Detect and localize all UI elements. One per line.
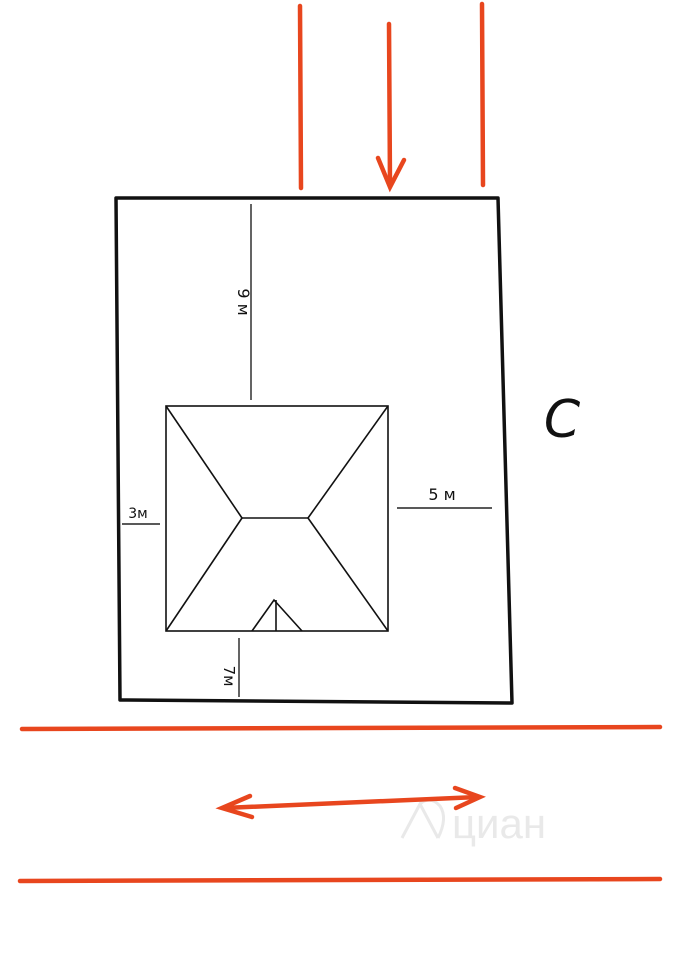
watermark-text: циан (452, 800, 546, 847)
access-arrow-down-icon (375, 155, 407, 193)
double-arrow-right-icon (452, 785, 486, 811)
entrance-gable (251, 598, 303, 632)
access-arrow-shaft (386, 21, 393, 189)
dimension-label-bottom: 7м (220, 666, 238, 687)
lot-boundary (114, 196, 514, 705)
house-outline (165, 405, 389, 632)
roof-hip-tl (165, 405, 243, 519)
road-edge-bottom (17, 876, 663, 884)
access-line-right (479, 1, 486, 188)
dimension-lines (122, 204, 492, 697)
roof-hip-br (307, 517, 389, 632)
top-access-lines (297, 1, 486, 193)
cian-watermark: циан (400, 798, 546, 847)
road (17, 724, 663, 884)
dimension-label-top: 9 м (234, 288, 253, 315)
roof-hip-bl (165, 517, 243, 632)
two-way-arrow-shaft (221, 794, 481, 811)
road-edge-top (19, 724, 663, 732)
access-line-left (297, 3, 304, 191)
compass-label: С (544, 390, 581, 450)
cian-logo-icon (400, 798, 445, 839)
roof-hip-tr (307, 405, 389, 519)
house-hip-roof (165, 405, 389, 632)
double-arrow-left-icon (215, 793, 255, 820)
dimension-label-right: 5 м (428, 485, 455, 504)
dimension-label-left: 3м (128, 506, 147, 522)
